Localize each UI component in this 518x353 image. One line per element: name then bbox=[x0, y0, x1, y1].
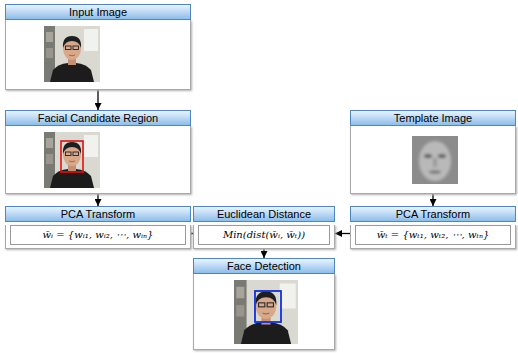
detection-photo bbox=[234, 280, 298, 344]
flow-arrow bbox=[335, 233, 350, 234]
input-photo bbox=[44, 26, 100, 82]
process-module: Euclidean DistanceMin(dist(w̄ᵢ, w̄ₜ)) bbox=[193, 206, 335, 249]
flow-arrow bbox=[97, 194, 98, 206]
detected-face-box bbox=[255, 291, 281, 322]
formula-panel: Min(dist(w̄ᵢ, w̄ₜ)) bbox=[193, 225, 335, 249]
module-title: Euclidean Distance bbox=[193, 206, 335, 222]
module-title: PCA Transform bbox=[350, 206, 516, 222]
module-title: Face Detection bbox=[193, 258, 335, 274]
module-title: PCA Transform bbox=[5, 206, 191, 222]
formula-panel: w̄ₜ = {wₜ₁, wₜ₂, ⋯, wₜₙ} bbox=[350, 225, 516, 249]
template-face bbox=[412, 136, 458, 184]
formula-panel: w̄ᵢ = {wᵢ₁, wᵢ₂, ⋯, wᵢₙ} bbox=[5, 225, 191, 249]
image-panel bbox=[193, 274, 335, 350]
candidate-photo bbox=[44, 132, 100, 188]
module-title: Template Image bbox=[350, 110, 516, 126]
flow-arrow bbox=[263, 249, 264, 258]
formula: w̄ᵢ = {wᵢ₁, wᵢ₂, ⋯, wᵢₙ} bbox=[10, 225, 186, 245]
module-title: Facial Candidate Region bbox=[5, 110, 191, 126]
process-module: Input Image bbox=[5, 4, 191, 90]
formula: w̄ₜ = {wₜ₁, wₜ₂, ⋯, wₜₙ} bbox=[355, 225, 511, 245]
image-panel bbox=[350, 126, 516, 194]
process-module: Face Detection bbox=[193, 258, 335, 350]
module-title: Input Image bbox=[5, 4, 191, 20]
image-panel bbox=[5, 126, 191, 194]
process-module: Template Image bbox=[350, 110, 516, 194]
candidate-box bbox=[61, 141, 83, 172]
process-module: PCA Transform w̄ᵢ = {wᵢ₁, wᵢ₂, ⋯, wᵢₙ} bbox=[5, 206, 191, 249]
process-module: PCA Transform w̄ₜ = {wₜ₁, wₜ₂, ⋯, wₜₙ} bbox=[350, 206, 516, 249]
flow-arrow bbox=[432, 194, 433, 206]
flow-arrow bbox=[97, 90, 98, 110]
process-module: Facial Candidate Region bbox=[5, 110, 191, 194]
image-panel bbox=[5, 20, 191, 90]
formula: Min(dist(w̄ᵢ, w̄ₜ)) bbox=[198, 225, 330, 245]
